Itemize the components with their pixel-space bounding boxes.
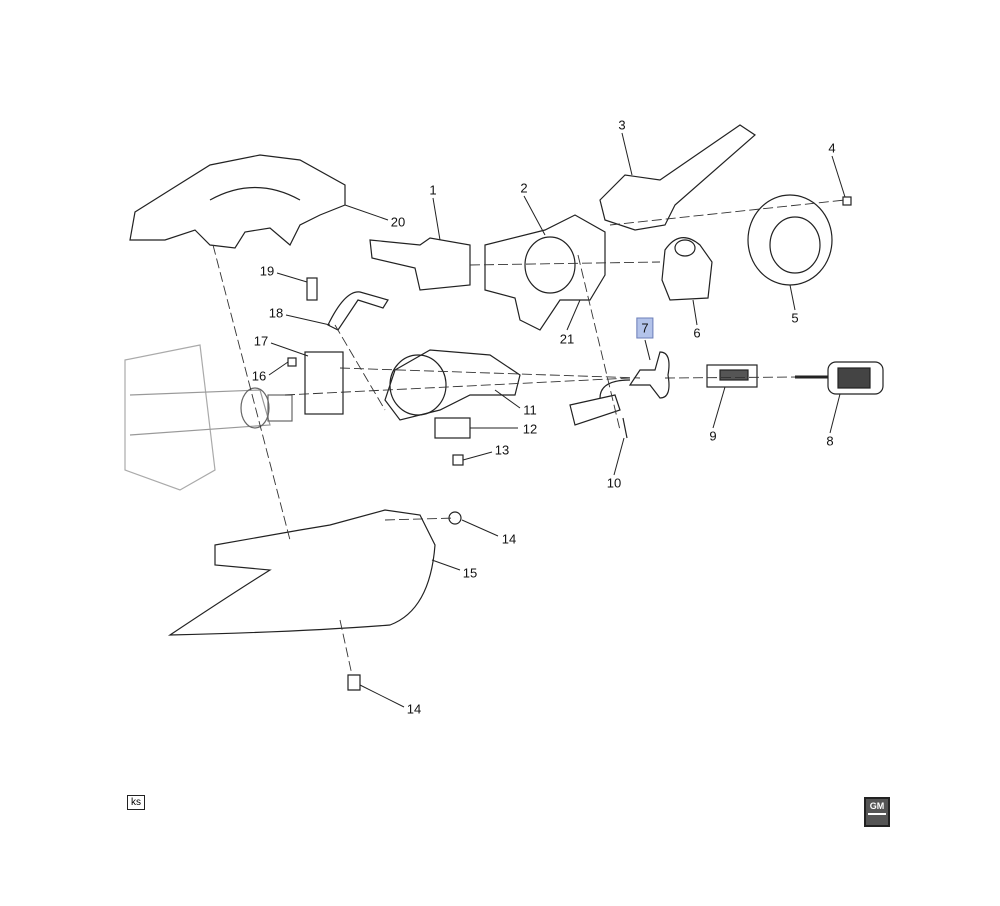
callout-6[interactable]: 6 [693, 325, 701, 341]
part-lower-trim-cover [167, 509, 436, 636]
part-switch-12 [434, 417, 471, 439]
gm-logo-text: GM [869, 801, 885, 811]
part-screw-4 [842, 196, 852, 206]
callout-8[interactable]: 8 [826, 433, 834, 449]
part-upper-trim-cover [129, 154, 346, 249]
callout-12[interactable]: 12 [522, 421, 538, 437]
callout-13[interactable]: 13 [494, 442, 510, 458]
callout-15[interactable]: 15 [462, 565, 478, 581]
callout-17[interactable]: 17 [253, 333, 269, 349]
gm-logo: GM [864, 797, 890, 827]
part-module-10 [569, 394, 621, 426]
part-lock-housing-11 [384, 349, 521, 421]
callout-18[interactable]: 18 [268, 305, 284, 321]
callout-21[interactable]: 21 [559, 331, 575, 347]
part-bolt-19 [306, 277, 318, 301]
callout-16[interactable]: 16 [251, 368, 267, 384]
callout-14-upper[interactable]: 14 [501, 531, 517, 547]
callout-11[interactable]: 11 [523, 402, 537, 418]
callout-14-lower[interactable]: 14 [406, 701, 422, 717]
callout-9[interactable]: 9 [709, 428, 717, 444]
callout-1[interactable]: 1 [429, 182, 437, 198]
part-housing-2 [484, 214, 606, 331]
part-switch-1 [369, 237, 471, 291]
part-7 [628, 351, 670, 399]
callout-19[interactable]: 19 [259, 263, 275, 279]
part-bracket-18 [327, 291, 389, 331]
callout-3[interactable]: 3 [618, 117, 626, 133]
callout-7-highlighted[interactable]: 7 [636, 317, 654, 339]
callout-5[interactable]: 5 [791, 310, 799, 326]
part-switch-3 [599, 124, 756, 231]
callout-4[interactable]: 4 [828, 140, 836, 156]
part-screw-16 [287, 357, 297, 367]
corner-tag: ks [127, 795, 145, 810]
callout-2[interactable]: 2 [520, 180, 528, 196]
callout-20[interactable]: 20 [390, 214, 406, 230]
part-steering-column [124, 344, 216, 491]
part-module-6 [661, 237, 713, 301]
gm-logo-bar [868, 813, 886, 815]
part-bracket-17 [304, 351, 344, 415]
part-screw-14b [347, 674, 361, 691]
part-screw-13 [452, 454, 464, 466]
callout-10[interactable]: 10 [606, 475, 622, 491]
